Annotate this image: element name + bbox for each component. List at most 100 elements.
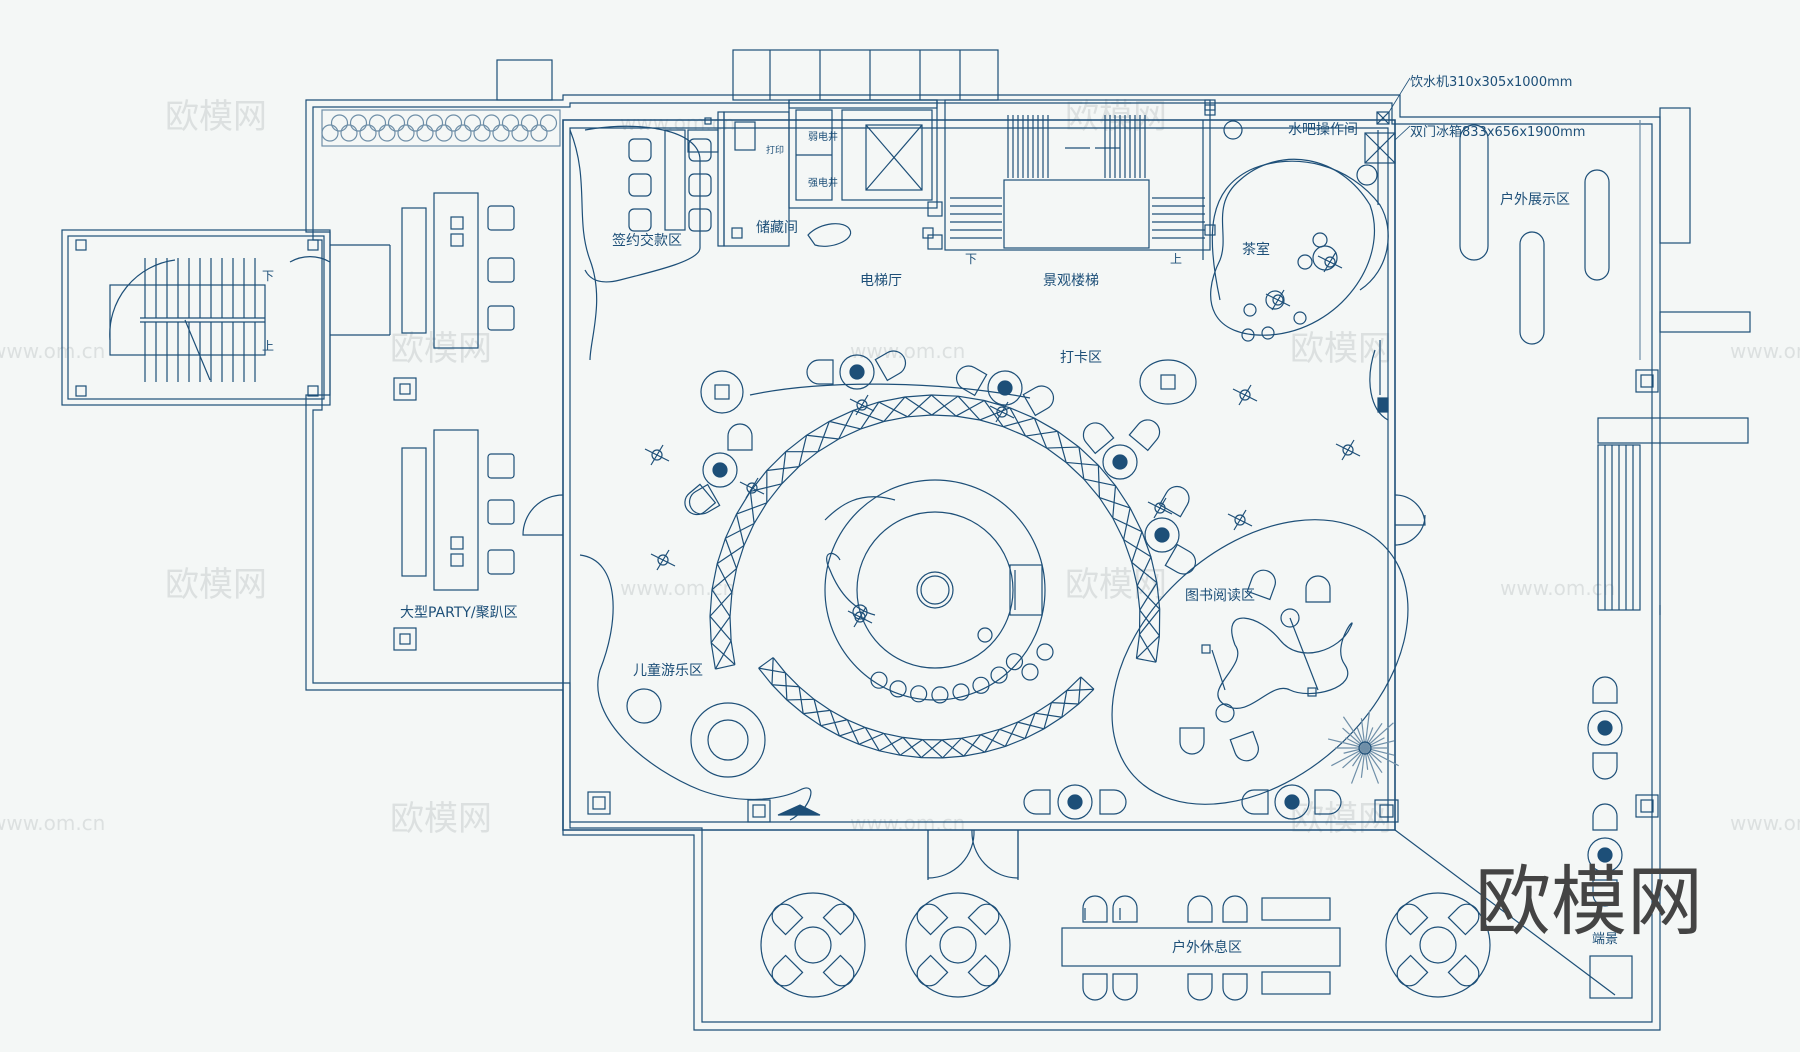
- bench: [402, 448, 426, 576]
- shrub: [436, 125, 452, 141]
- truss-brace: [1067, 689, 1094, 690]
- truss-brace: [715, 641, 731, 669]
- label-bar-room: 水吧操作间: [1288, 122, 1358, 138]
- bench: [1262, 972, 1330, 994]
- column-core: [1641, 375, 1653, 387]
- truss-brace: [717, 546, 744, 564]
- shrub: [332, 115, 348, 131]
- table-center: [1068, 795, 1082, 809]
- shrub: [522, 115, 538, 131]
- round-rug: [906, 893, 1010, 997]
- ring-stools: [827, 553, 1053, 702]
- booth-chair: [629, 174, 651, 196]
- truss-end: [715, 665, 735, 669]
- chair: [767, 955, 802, 990]
- table-square: [1161, 375, 1175, 389]
- truss-brace: [961, 738, 984, 752]
- shrub: [351, 115, 367, 131]
- chair: [1129, 415, 1164, 450]
- watermark-url: www.om.cn: [850, 339, 965, 363]
- watermark: 欧模网: [1290, 329, 1392, 369]
- truss-brace: [1051, 703, 1078, 704]
- tea-room-outer: [1212, 161, 1388, 300]
- main-hall-wall-inner: [570, 128, 1388, 822]
- label-scenic-stair: 景观楼梯: [1043, 273, 1099, 289]
- stool: [1244, 304, 1256, 316]
- display-plinth: [1520, 232, 1544, 344]
- lamp-base: [1308, 688, 1316, 696]
- booth-chair: [629, 139, 651, 161]
- chimney-box: [497, 60, 552, 100]
- bar-stool: [1037, 644, 1053, 660]
- door-swing-right-2: [1395, 515, 1425, 545]
- sofa-curve: [827, 553, 875, 615]
- label-storage: 储藏间: [756, 220, 798, 236]
- column: [394, 378, 416, 400]
- chair: [1392, 899, 1427, 934]
- chair: [767, 899, 802, 934]
- ring-inner: [857, 512, 1013, 668]
- chair: [1100, 790, 1126, 814]
- person-head: [978, 628, 992, 642]
- round-table: [940, 927, 976, 963]
- column: [732, 228, 742, 238]
- party-chair: [488, 454, 514, 478]
- truss-brace: [942, 740, 964, 756]
- truss-brace: [999, 729, 1025, 738]
- person-leg: [1342, 440, 1354, 460]
- party-chair: [488, 206, 514, 230]
- label-outdoor-rest: 户外休息区: [1172, 939, 1242, 956]
- curve-detail: [825, 497, 895, 520]
- shrub: [484, 115, 500, 131]
- chair: [1113, 974, 1137, 1000]
- side-box: [1660, 108, 1690, 243]
- party-chair: [488, 258, 514, 282]
- chair: [1242, 790, 1268, 814]
- toy-shape: [778, 805, 820, 815]
- outdoor-display-area: [1460, 120, 1658, 817]
- round-table: [1420, 927, 1456, 963]
- chair: [1223, 896, 1247, 922]
- label-signing-area: 签约交款区: [612, 232, 682, 249]
- chair: [1593, 677, 1617, 703]
- signing-partition: [585, 126, 700, 282]
- play-ring-outer: [691, 703, 765, 777]
- party-terrace: [322, 110, 560, 650]
- truss-end: [1081, 677, 1094, 689]
- truss-brace: [1139, 634, 1156, 662]
- brand-watermark: 欧模网: [1475, 857, 1703, 946]
- main-hall-wall: [563, 120, 1395, 830]
- curved-wall: [570, 130, 597, 360]
- table-center: [998, 381, 1012, 395]
- play-ring-inner: [708, 720, 748, 760]
- chair: [912, 955, 947, 990]
- party-chair: [488, 550, 514, 574]
- outer-wall: [306, 95, 1660, 1030]
- chair: [1079, 418, 1114, 453]
- chair: [1180, 728, 1204, 754]
- printer: [735, 122, 755, 150]
- display-plinth: [1460, 125, 1488, 260]
- watermark: 欧模网: [165, 565, 267, 605]
- chair: [1306, 576, 1330, 602]
- appliance: [1357, 165, 1377, 185]
- bar-stool: [973, 677, 989, 693]
- round-rug: [761, 893, 865, 997]
- door-swing-right: [1395, 495, 1425, 525]
- column: [76, 240, 86, 250]
- truss-end: [1136, 658, 1156, 662]
- person-leg: [651, 445, 663, 465]
- lamp-stand: [1290, 618, 1318, 690]
- table-lamp: [451, 217, 463, 229]
- tea-room-curve: [1211, 159, 1375, 335]
- bar-stool: [911, 686, 927, 702]
- reading-rug: [1057, 463, 1464, 861]
- shrub: [531, 125, 547, 141]
- truss-brace: [879, 402, 908, 417]
- person-leg: [746, 478, 758, 498]
- truss-chord: [710, 395, 1160, 669]
- chair: [912, 899, 947, 934]
- truss-brace: [905, 397, 932, 415]
